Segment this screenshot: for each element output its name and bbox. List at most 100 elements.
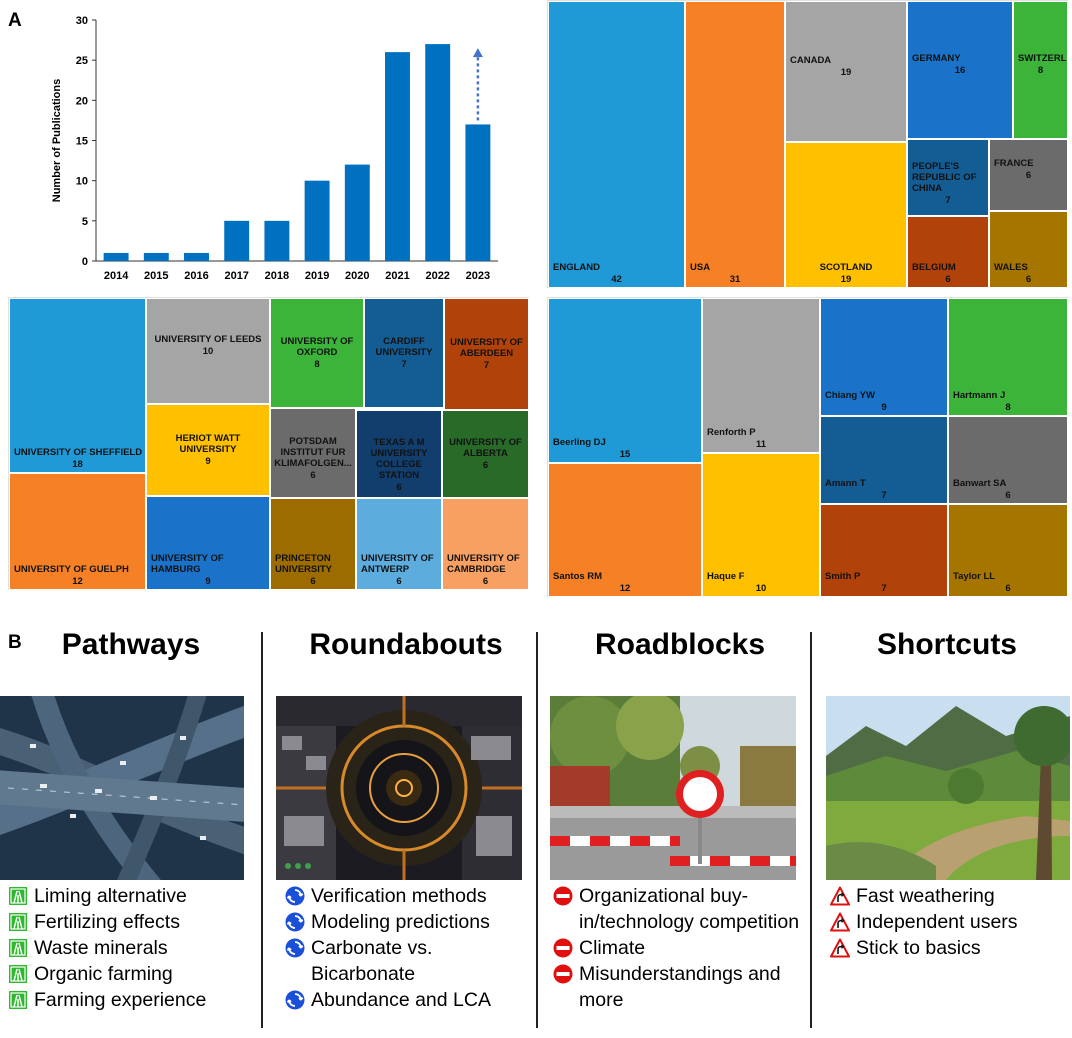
- tile-label: UNIVERSITY OF ALBERTA: [449, 437, 522, 459]
- list-item: Misunderstandings and more: [551, 961, 807, 1013]
- section-divider: [261, 632, 263, 1028]
- tile-label: UNIVERSITY OF ANTWERP: [361, 553, 434, 575]
- tile-label: Chiang YW: [825, 390, 875, 401]
- x-tick-label: 2019: [305, 270, 329, 282]
- y-tick-label: 25: [76, 55, 88, 67]
- bar: [344, 164, 370, 261]
- list-item: Liming alternative: [6, 883, 258, 909]
- tile-value: 6: [482, 460, 489, 471]
- countryside-path-photo: [826, 696, 1070, 880]
- list-item: Verification methods: [283, 883, 533, 909]
- no-entry-sign-icon: [553, 938, 573, 958]
- x-tick-label: 2022: [425, 270, 449, 282]
- tile-label: POTSDAM INSTITUT FUR KLIMAFOLGEN...: [274, 436, 352, 469]
- tile-value: 6: [1025, 274, 1032, 285]
- treemap-tile: POTSDAM INSTITUT FUR KLIMAFOLGEN...6: [270, 408, 356, 498]
- bar: [264, 220, 290, 261]
- roundabout-aerial-photo: [276, 696, 522, 880]
- list-item: Stick to basics: [828, 935, 1068, 961]
- tile-label: Haque F: [707, 571, 745, 582]
- tile-value: 9: [205, 456, 211, 467]
- tile-label: Beerling DJ: [553, 437, 606, 448]
- tile-value: 6: [1005, 490, 1011, 501]
- tile-value: 7: [881, 583, 887, 594]
- y-tick-label: 20: [76, 95, 88, 107]
- tile-label: UNIVERSITY OF LEEDS: [154, 334, 262, 345]
- section-title: Shortcuts: [876, 628, 1017, 661]
- tile-label: PRINCETON UNIVERSITY: [275, 553, 333, 575]
- tile-value: 6: [396, 576, 402, 587]
- tile-value: 6: [1025, 170, 1032, 181]
- panel-b-label: B: [8, 632, 22, 653]
- list-item: Organizational buy-in/technology competi…: [551, 883, 807, 935]
- tile-label: Banwart SA: [953, 478, 1007, 489]
- tile-value: 11: [755, 439, 767, 450]
- tile-label: UNIVERSITY OF ABERDEEN: [450, 337, 523, 359]
- list-item: Modeling predictions: [283, 909, 533, 935]
- x-tick-label: 2017: [224, 270, 248, 282]
- curve-warning-sign-icon: [830, 912, 850, 932]
- tile-label: UNIVERSITY OF OXFORD: [280, 336, 354, 358]
- tile-value: 6: [1005, 583, 1011, 594]
- tile-label: UNIVERSITY OF HAMBURG: [151, 553, 224, 575]
- y-tick-label: 10: [76, 176, 88, 188]
- tile-value: 7: [483, 360, 490, 371]
- highway-interchange-photo: [0, 696, 244, 880]
- list-item: Organic farming: [6, 961, 258, 987]
- tile-label: FRANCE: [994, 158, 1034, 169]
- x-tick-label: 2016: [184, 270, 208, 282]
- tile-value: 31: [729, 274, 741, 285]
- tile-value: 18: [72, 459, 83, 470]
- bar: [103, 252, 129, 261]
- section-roadblocks: Roadblocks Organizational buy-in/technol…: [549, 628, 811, 1038]
- bar: [184, 252, 209, 261]
- tile-label: Santos RM: [553, 571, 603, 582]
- list-item: Fast weathering: [828, 883, 1068, 909]
- section-title: Roadblocks: [594, 628, 766, 661]
- x-tick-label: 2014: [104, 270, 129, 282]
- section-shortcuts: Shortcuts Fast weathering Independent us…: [822, 628, 1072, 1038]
- section-divider: [536, 632, 538, 1028]
- tile-label: BELGIUM: [912, 262, 956, 273]
- treemap-tile: SWITZERL...8: [1013, 1, 1068, 139]
- no-entry-sign-icon: [553, 886, 573, 906]
- curve-warning-sign-icon: [830, 938, 850, 958]
- roundabout-sign-icon: [285, 886, 305, 906]
- list-item: Climate: [551, 935, 807, 961]
- tile-value: 7: [881, 490, 887, 501]
- tile-label: USA: [690, 262, 711, 273]
- tile-value: 12: [72, 576, 83, 587]
- highway-sign-icon: [9, 991, 27, 1009]
- bar: [143, 252, 169, 261]
- tile-label: ENGLAND: [553, 262, 600, 273]
- tile-label: UNIVERSITY OF GUELPH: [14, 564, 129, 575]
- y-tick-label: 0: [82, 256, 88, 268]
- tile-value: 10: [755, 583, 767, 594]
- tile-label: Taylor LL: [953, 571, 996, 582]
- tile-value: 19: [840, 66, 852, 78]
- tile-value: 7: [401, 359, 407, 370]
- tile-label: HERIOT WATT UNIVERSITY: [175, 433, 241, 455]
- tile-label: Renforth P: [707, 427, 756, 438]
- tile-label: CARDIFF UNIVERSITY: [375, 336, 433, 358]
- tile-label: GERMANY: [912, 53, 961, 64]
- roundabouts-list: Verification methods Modeling prediction…: [283, 883, 533, 1013]
- bar: [224, 220, 250, 261]
- list-item: Waste minerals: [6, 935, 258, 961]
- x-tick-label: 2023: [466, 270, 490, 282]
- section-title: Pathways: [61, 628, 201, 661]
- list-item: Carbonate vs. Bicarbonate: [283, 935, 533, 987]
- tile-label: WALES: [994, 262, 1028, 273]
- tile-label: Amann T: [825, 478, 866, 489]
- x-tick-label: 2018: [265, 270, 289, 282]
